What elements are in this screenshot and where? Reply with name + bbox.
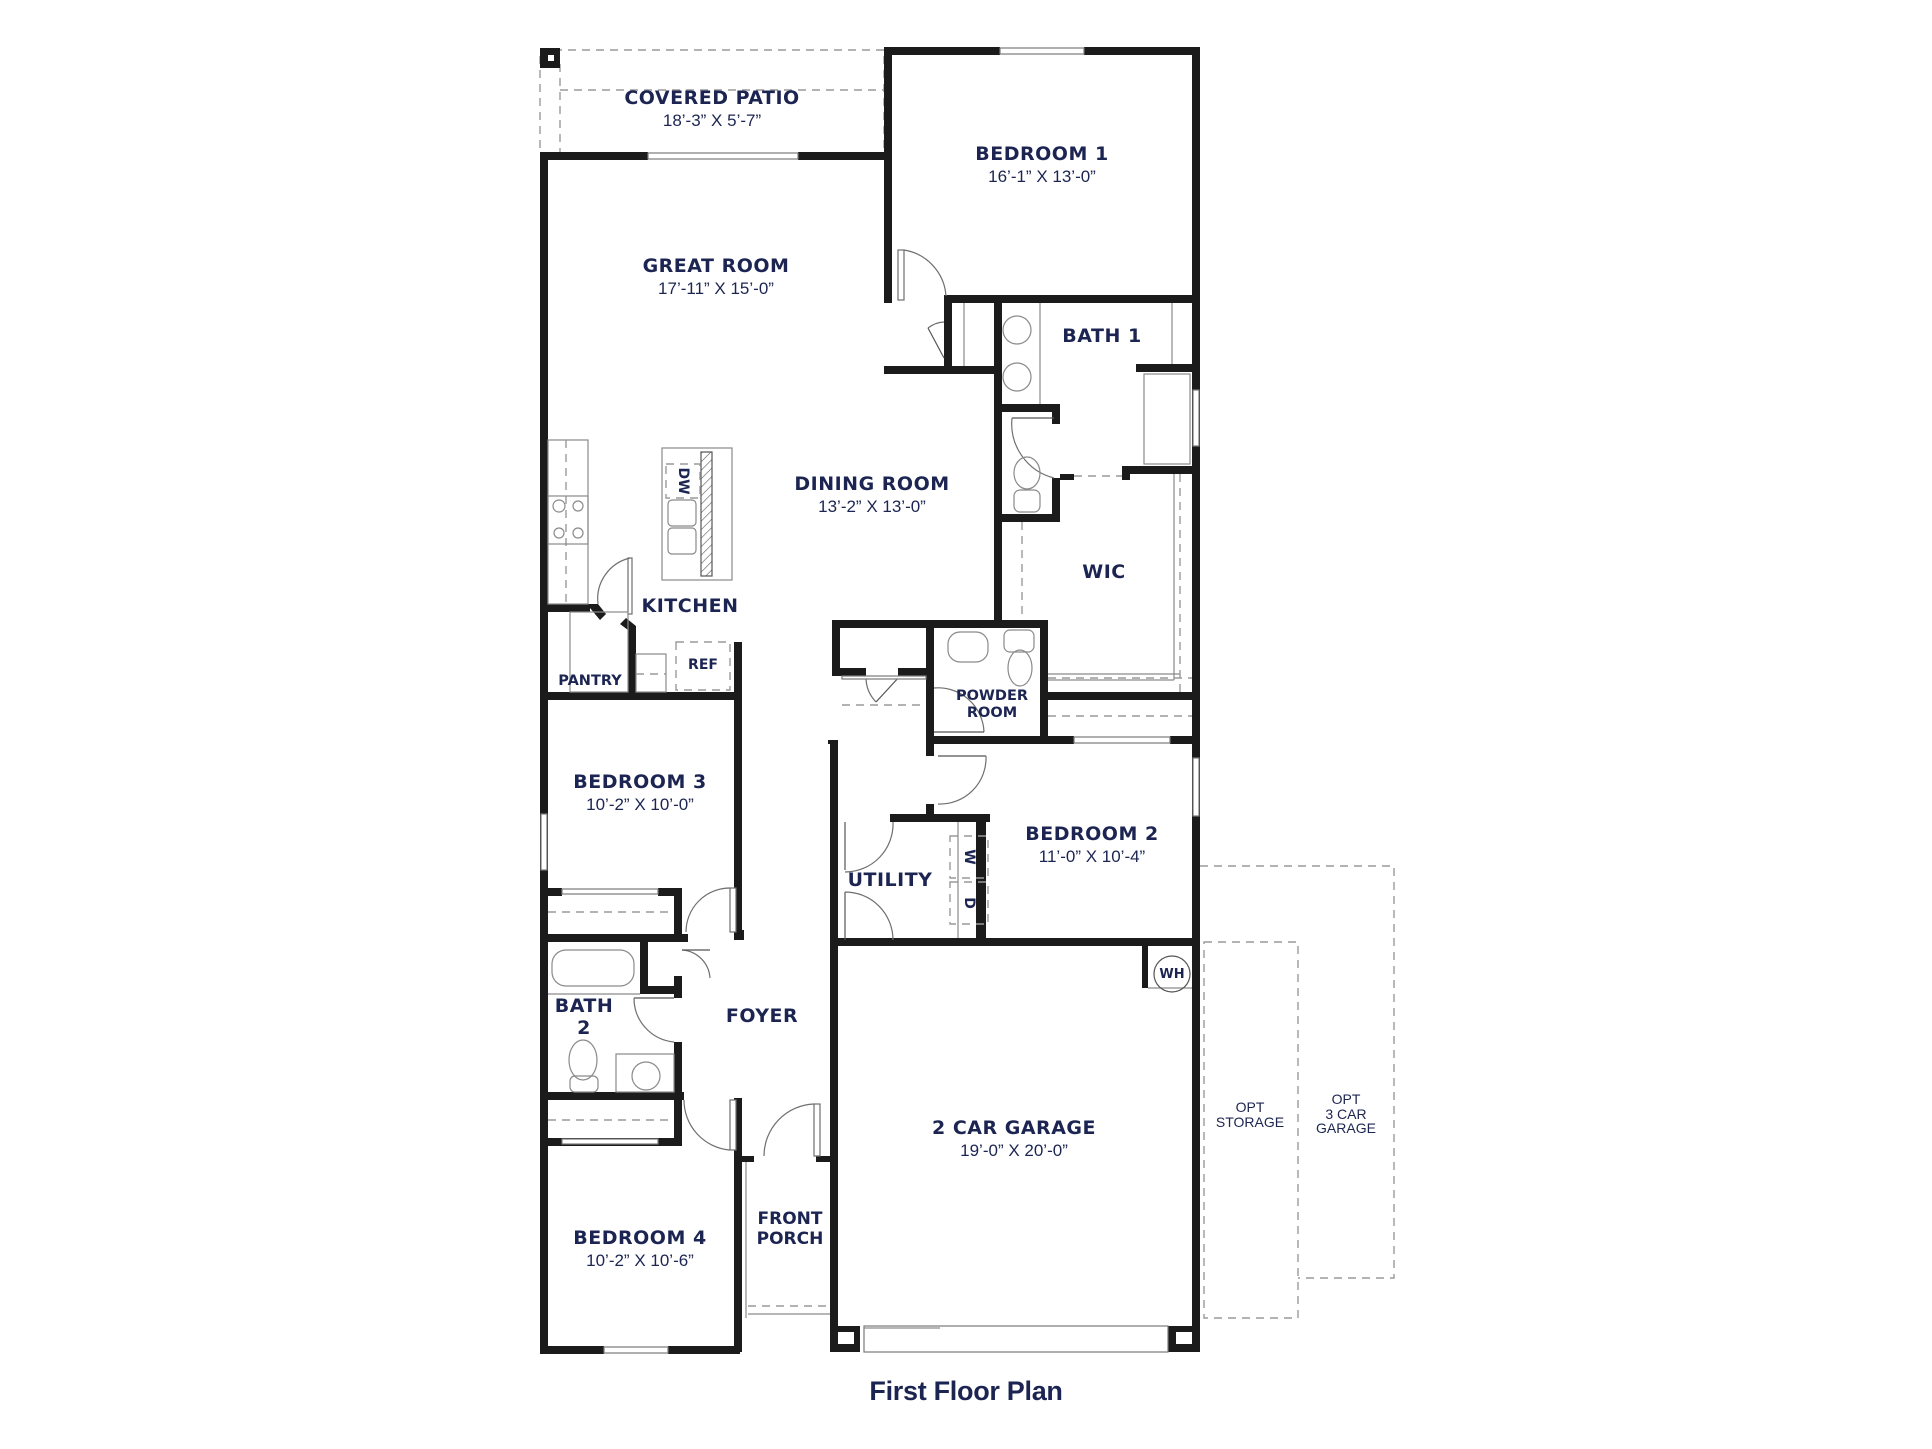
windows [540,47,1200,1354]
powder-room-label: POWDER ROOM [956,688,1028,721]
plan-title: First Floor Plan [869,1376,1063,1406]
bath-1-label: BATH 1 [1062,325,1142,348]
fixture-text: D [961,897,978,909]
room-name: GREAT ROOM [642,255,790,277]
bedroom-3-label: BEDROOM 3 10’-2” X 10’-0” [573,771,707,814]
opt-3-car-garage-label: OPT 3 CAR GARAGE [1316,1092,1376,1136]
bath-2-label: BATH 2 [554,995,614,1040]
room-name: DINING ROOM [794,473,950,495]
opt-line-1: OPT [1331,1091,1361,1107]
room-name: BEDROOM 3 [573,771,707,793]
room-name-line-1: BATH [554,995,614,1017]
room-dimensions: 10’-2” X 10’-6” [586,1250,694,1270]
room-dimensions: 19’-0” X 20’-0” [960,1140,1068,1160]
room-name-line-2: PORCH [756,1228,824,1249]
wic-label: WIC [1082,561,1126,584]
room-dimensions: 18’-3” X 5’-7” [662,110,762,130]
washer-label: W [960,849,978,864]
doors [548,249,1192,1157]
room-name: KITCHEN [641,595,739,617]
room-dimensions: 10’-2” X 10’-0” [586,794,694,814]
room-name: UTILITY [847,869,933,891]
utility-label: UTILITY [847,869,933,892]
room-name-line-2: ROOM [966,704,1018,721]
room-name: COVERED PATIO [624,87,800,109]
fixture-text: W [961,849,978,865]
water-heater-label: WH [1159,965,1184,983]
garage-label: 2 CAR GARAGE 19’-0” X 20’-0” [932,1117,1096,1160]
room-name-line-1: FRONT [757,1209,823,1229]
walls [540,47,1200,1354]
optional-garage-outlines [1200,865,1395,1319]
bedroom-4-label: BEDROOM 4 10’-2” X 10’-6” [573,1227,707,1270]
room-dimensions: 17’-11” X 15’-0” [658,278,774,298]
refrigerator-label: REF [688,656,718,674]
room-name: WIC [1082,561,1126,583]
great-room-label: GREAT ROOM 17’-11” X 15’-0” [642,255,790,298]
dishwasher-label: DW [674,467,692,494]
room-dimensions: 11’-0” X 10’-4” [1038,846,1146,866]
bedroom-1-label: BEDROOM 1 16’-1” X 13’-0” [975,143,1109,186]
pantry-label: PANTRY [558,673,621,690]
front-porch-label: FRONT PORCH [756,1209,824,1249]
foyer-label: FOYER [725,1005,799,1028]
room-name: BEDROOM 4 [573,1227,707,1249]
kitchen-fixtures [547,439,733,693]
room-name: BATH 1 [1062,325,1142,347]
opt-line-2: 3 CAR [1325,1105,1367,1122]
opt-storage-label: OPT STORAGE [1216,1100,1284,1129]
dining-room-label: DINING ROOM 13’-2” X 13’-0” [794,473,950,516]
bath-fixtures [548,303,1192,1318]
opt-line-3: GARAGE [1316,1120,1376,1137]
room-name: FOYER [725,1005,799,1027]
room-name: BEDROOM 2 [1025,823,1159,845]
opt-line-2: STORAGE [1215,1113,1285,1130]
dryer-label: D [960,897,978,909]
fixture-text: REF [688,657,718,673]
fixture-text: WH [1159,967,1185,982]
room-name-line-2: 2 [577,1016,591,1039]
bedroom-2-label: BEDROOM 2 11’-0” X 10’-4” [1025,823,1159,866]
room-dimensions: 13’-2” X 13’-0” [818,496,926,516]
room-name: PANTRY [558,673,622,689]
fixture-text: DW [675,467,692,495]
kitchen-label: KITCHEN [641,595,739,618]
room-dimensions: 16’-1” X 13’-0” [988,166,1096,186]
covered-patio-label: COVERED PATIO 18’-3” X 5’-7” [624,87,800,130]
room-name-line-1: POWDER [955,688,1029,704]
opt-line-1: OPT [1235,1099,1265,1115]
room-name: 2 CAR GARAGE [932,1117,1096,1139]
room-name: BEDROOM 1 [975,143,1109,165]
